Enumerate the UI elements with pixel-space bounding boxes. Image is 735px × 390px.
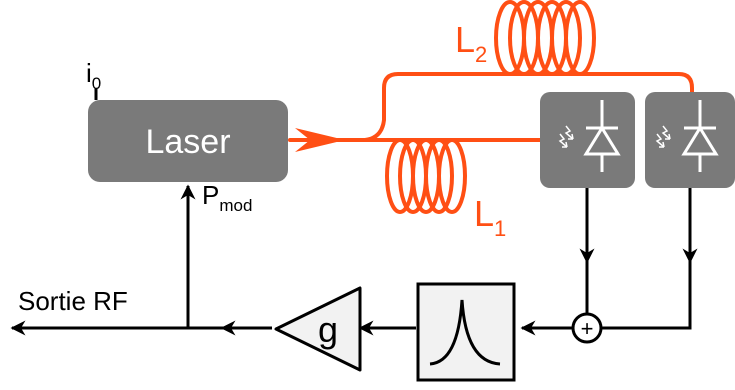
bandpass-filter: [416, 282, 516, 382]
rf-amplifier: g: [274, 286, 362, 372]
photodiode-2: [645, 92, 735, 188]
fiber-branch-long: [363, 72, 694, 142]
rf-output-label: Sortie RF: [18, 286, 128, 316]
laser-block: [88, 100, 288, 182]
fiber-coil-l2: [494, 0, 596, 76]
photodiode-icon: [558, 100, 621, 172]
rf-summer: +: [571, 312, 603, 344]
fiber-label-l2: L2: [455, 19, 487, 67]
summer-symbol: +: [581, 316, 594, 341]
laser-label: Laser: [145, 123, 230, 161]
bandpass-filter-icon: [429, 299, 501, 366]
electrical-wiring: [10, 184, 698, 336]
triangle-amplifier-icon: [274, 286, 362, 372]
bias-current-label: i0: [86, 58, 101, 93]
modulation-power-label: Pmod: [202, 180, 252, 215]
fiber-coil-l1: [385, 138, 467, 214]
photodiode-1: [540, 92, 635, 188]
gain-label: g: [318, 309, 338, 350]
fiber-label-l1: L1: [474, 193, 506, 241]
photodiode-icon: [655, 100, 719, 172]
fiber-direction-arrow: [295, 128, 345, 152]
